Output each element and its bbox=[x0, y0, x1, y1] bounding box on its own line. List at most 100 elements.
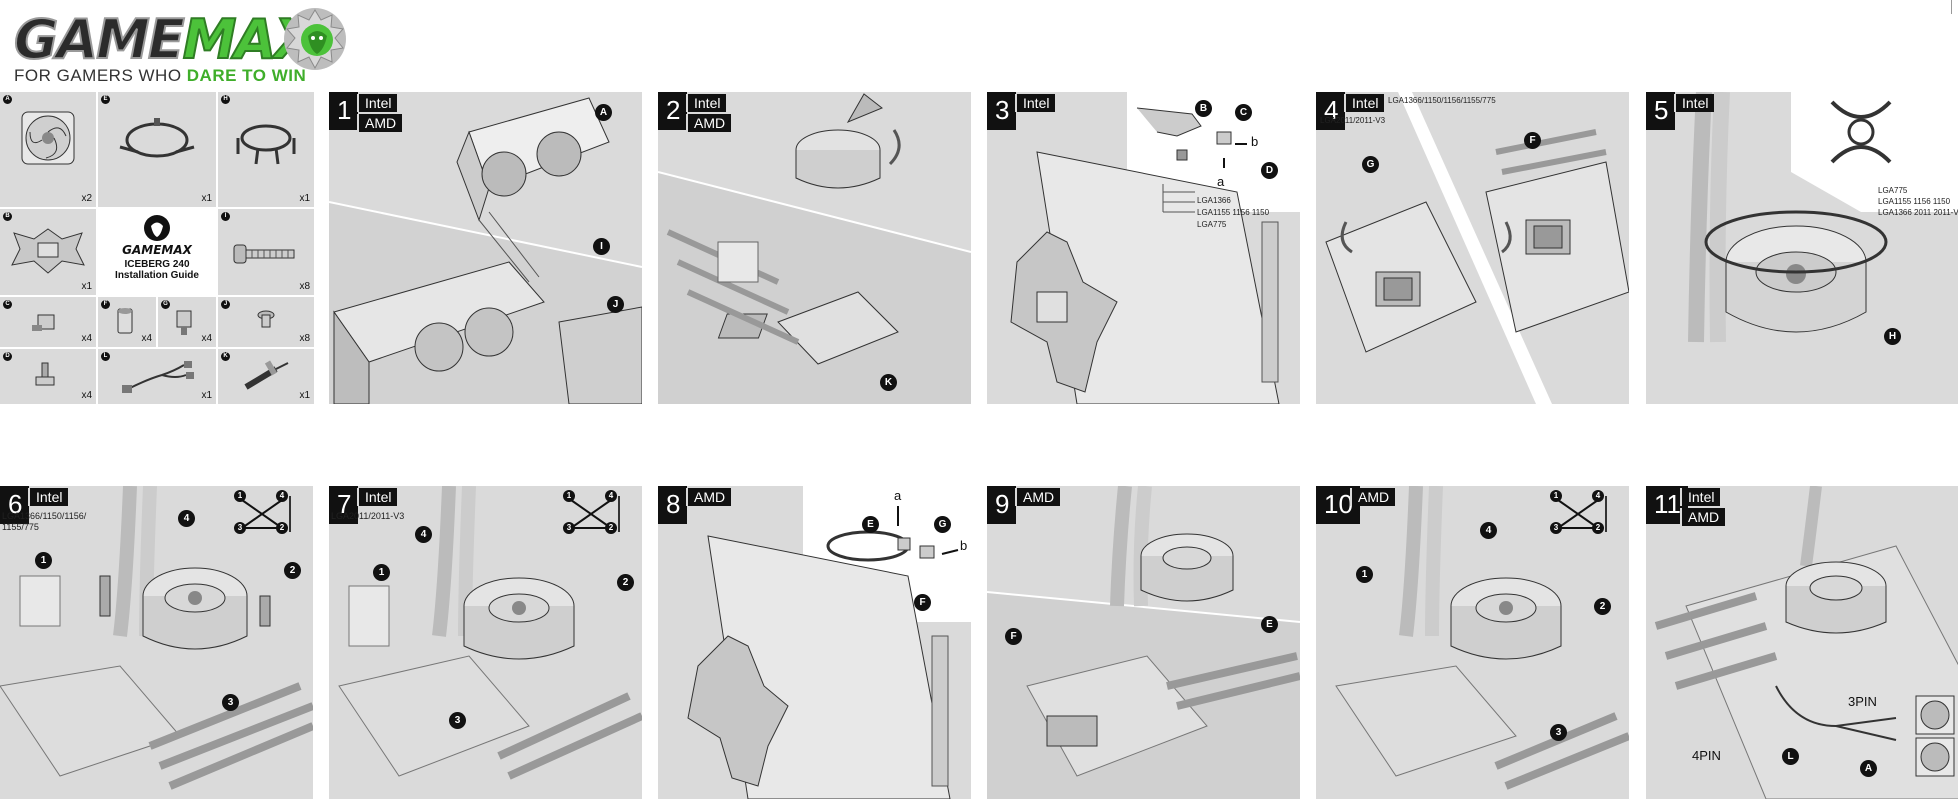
callout-a: A bbox=[1860, 760, 1877, 777]
callout-1: 1 bbox=[1356, 566, 1373, 583]
seq-4: 4 bbox=[276, 490, 288, 502]
callout-h: H bbox=[1884, 328, 1901, 345]
fan-icon bbox=[21, 111, 75, 165]
seq-3: 3 bbox=[234, 522, 246, 534]
step-10-number: 10 bbox=[1316, 486, 1360, 524]
seq-3: 3 bbox=[1550, 522, 1562, 534]
callout-1: 1 bbox=[35, 552, 52, 569]
callout-1: 1 bbox=[373, 564, 390, 581]
thermal-paste-icon bbox=[244, 360, 289, 390]
letter-b: b bbox=[960, 538, 968, 553]
step-2-platform-intel: Intel bbox=[686, 94, 727, 112]
step-9-platform-amd: AMD bbox=[1015, 488, 1061, 506]
seq-4: 4 bbox=[1592, 490, 1604, 502]
part-cell-g: G x4 bbox=[158, 297, 216, 347]
note-lga2011: LGA2011/2011-V3 bbox=[1320, 116, 1386, 125]
note-lga775: LGA775 bbox=[1197, 220, 1227, 229]
step-5-panel: 5 Intel LGA775 LGA1155 1156 1150 LGA1366… bbox=[1646, 92, 1958, 404]
callout-g: G bbox=[1362, 156, 1379, 173]
step-1-platform-intel: Intel bbox=[357, 94, 398, 112]
screw-sequence-diagram bbox=[570, 496, 620, 532]
part-cell-c: C x4 bbox=[0, 297, 96, 347]
step-1-number: 1 bbox=[329, 92, 359, 130]
step-8-panel: 8 AMD E G F a b bbox=[658, 486, 971, 799]
standoff-install-illustration bbox=[1325, 92, 1629, 404]
lion-head-icon bbox=[284, 8, 346, 70]
pump-mount-illustration-10 bbox=[1335, 486, 1629, 790]
step-4-number: 4 bbox=[1316, 92, 1346, 130]
nut-icon bbox=[176, 310, 192, 335]
callout-2: 2 bbox=[617, 574, 634, 591]
callout-a: A bbox=[595, 104, 612, 121]
note-lga1366-1150: LGA1366/1150/1156/1155/775 bbox=[1388, 96, 1496, 105]
seq-1: 1 bbox=[1550, 490, 1562, 502]
note-step6-b: 1155/775 bbox=[2, 522, 39, 532]
callout-f: F bbox=[1524, 132, 1541, 149]
seq-2: 2 bbox=[605, 522, 617, 534]
short-screw-icon bbox=[257, 310, 275, 328]
note-step6-a: LGA1366/1150/1156/ bbox=[2, 511, 87, 521]
step-4-panel: 4 Intel LGA1366/1150/1156/1155/775 LGA20… bbox=[1316, 92, 1629, 404]
screw-sequence-diagram bbox=[241, 496, 291, 532]
amd-bracket-icon bbox=[119, 118, 195, 158]
step-4-platform-intel: Intel bbox=[1344, 94, 1385, 112]
logo-tagline: FOR GAMERS WHO DARE TO WIN bbox=[14, 66, 307, 85]
part-cell-h: H x1 bbox=[218, 92, 314, 207]
callout-3: 3 bbox=[222, 694, 239, 711]
thermal-paste-illustration bbox=[658, 93, 971, 404]
guide-brand: GAMEMAX bbox=[122, 243, 192, 257]
callout-l: L bbox=[1782, 748, 1799, 765]
part-cell-l: L x1 bbox=[98, 349, 216, 404]
part-cell-f: F x4 bbox=[98, 297, 156, 347]
pump-mount-illustration-7 bbox=[338, 486, 642, 780]
callout-4: 4 bbox=[415, 526, 432, 543]
part-cell-i: I x8 bbox=[218, 209, 314, 295]
callout-i: I bbox=[593, 238, 610, 255]
step-9-number: 9 bbox=[987, 486, 1017, 524]
step-7-panel: 7 Intel LGA2011/2011-V3 1 4 3 2 1 4 2 3 bbox=[329, 486, 642, 799]
part-cell-j: J x8 bbox=[218, 297, 314, 347]
step-3-number: 3 bbox=[987, 92, 1017, 130]
step-6-number: 6 bbox=[0, 486, 30, 524]
callout-2: 2 bbox=[284, 562, 301, 579]
callout-c: C bbox=[1235, 104, 1252, 121]
callout-e: E bbox=[862, 516, 879, 533]
amd-bracket-illustration bbox=[687, 486, 971, 799]
step-2-platform-amd: AMD bbox=[686, 114, 732, 132]
letter-a: a bbox=[894, 488, 902, 503]
screw-sequence-diagram bbox=[1557, 496, 1607, 532]
logo-wordmark: GAMEMAX bbox=[13, 8, 317, 71]
step-7-platform-intel: Intel bbox=[357, 488, 398, 506]
seq-2: 2 bbox=[276, 522, 288, 534]
backplate-icon bbox=[11, 228, 85, 274]
step-6-platform-intel: Intel bbox=[28, 488, 69, 506]
seq-4: 4 bbox=[605, 490, 617, 502]
intel-bracket-icon bbox=[236, 124, 296, 165]
callout-4: 4 bbox=[178, 510, 195, 527]
long-screw-icon bbox=[233, 244, 295, 264]
note-step7: LGA2011/2011-V3 bbox=[331, 511, 405, 521]
callout-2: 2 bbox=[1594, 598, 1611, 615]
gamemax-lion-icon bbox=[144, 215, 170, 241]
callout-j: J bbox=[607, 296, 624, 313]
part-cell-e: E x1 bbox=[98, 92, 216, 207]
seq-3: 3 bbox=[563, 522, 575, 534]
note-lga1366-5: LGA1366 2011 2011-V3 bbox=[1878, 208, 1958, 217]
callout-e: E bbox=[1261, 616, 1278, 633]
step-1-panel: 1 Intel AMD A I J bbox=[329, 92, 642, 404]
step-7-number: 7 bbox=[329, 486, 359, 524]
cable-connection-illustration bbox=[1654, 486, 1958, 799]
pin-icon bbox=[35, 362, 55, 386]
step-5-number: 5 bbox=[1646, 92, 1676, 130]
step-8-platform-amd: AMD bbox=[686, 488, 732, 506]
callout-g: G bbox=[934, 516, 951, 533]
step-3-platform-intel: Intel bbox=[1015, 94, 1056, 112]
amd-pump-illustration bbox=[987, 486, 1300, 799]
note-lga775-5: LGA775 bbox=[1878, 186, 1908, 195]
seq-2: 2 bbox=[1592, 522, 1604, 534]
part-cell-a: A x2 bbox=[0, 92, 96, 207]
callout-3: 3 bbox=[1550, 724, 1567, 741]
edge-marker bbox=[1951, 0, 1956, 14]
step-5-platform-intel: Intel bbox=[1674, 94, 1715, 112]
